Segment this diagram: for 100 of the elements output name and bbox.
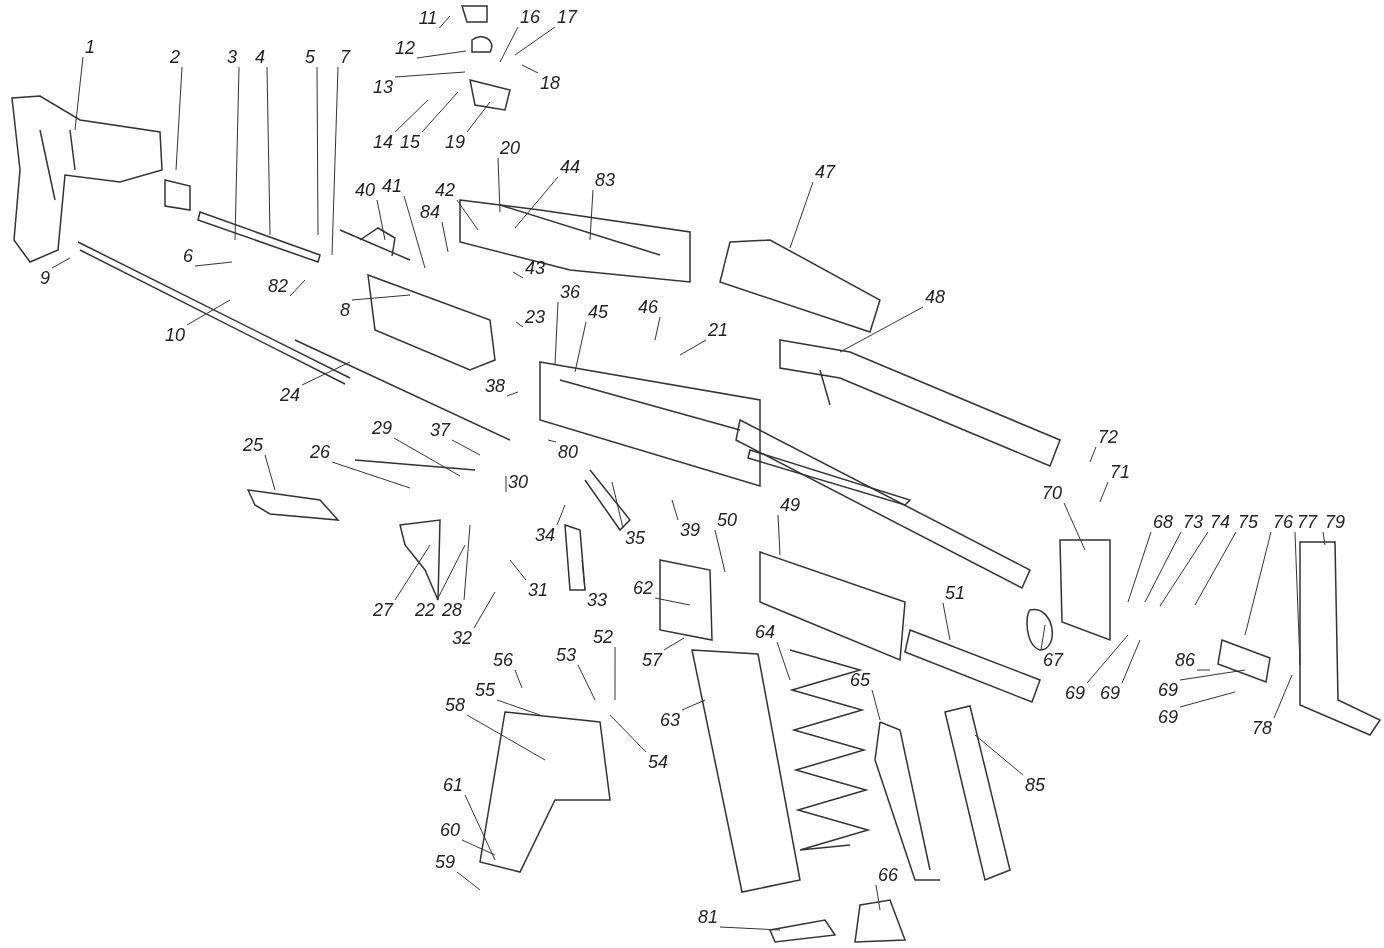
callout-number: 12 [393,38,417,58]
leader-line [393,437,461,477]
callout-number: 63 [658,710,682,730]
callout-number: 54 [646,752,670,772]
callout-number: 1 [83,37,97,57]
leader-line [654,597,691,606]
leader-line [514,176,559,229]
callout-number: 11 [416,8,440,28]
leader-line [175,66,183,171]
leader-line [466,714,546,761]
callout-number: 60 [438,820,462,840]
callout-number: 10 [163,325,187,345]
leader-line [456,871,481,891]
callout-number: 26 [308,442,332,462]
leader-line [1294,531,1301,666]
leader-line [589,189,594,241]
leader-line [463,524,471,601]
leader-line [301,361,351,386]
callout-number: 74 [1208,512,1232,532]
callout-number: 78 [1250,718,1274,738]
leader-line [974,734,1024,776]
callout-number: 19 [443,132,467,152]
callout-number: 76 [1271,512,1295,532]
callout-number: 15 [398,132,422,152]
callout-number: 31 [526,580,550,600]
callout-number: 42 [433,180,457,200]
callout-number: 44 [558,157,582,177]
callout-number: 80 [556,442,580,462]
leader-line [547,439,557,443]
callout-number: 6 [181,246,195,266]
leader-line [1086,634,1129,684]
leader-line [714,529,726,573]
callout-number: 85 [1023,775,1047,795]
callout-number: 22 [413,600,437,620]
leader-line [194,261,233,267]
callout-number: 5 [303,47,317,67]
leader-line [499,26,519,63]
leader-line [609,714,647,753]
callout-number: 4 [253,47,267,67]
callout-number: 25 [241,435,265,455]
callout-number: 69 [1156,680,1180,700]
callout-number: 67 [1041,650,1065,670]
callout-number: 23 [523,307,547,327]
callout-number: 37 [428,420,452,440]
leader-line [679,339,707,356]
callout-number: 47 [813,162,837,182]
callout-number: 14 [371,132,395,152]
leader-line [436,544,466,601]
callout-number: 3 [225,47,239,67]
callout-number: 30 [506,472,530,492]
leader-line [875,884,881,911]
leader-line [515,321,524,328]
callout-number: 7 [338,47,352,67]
leader-line [556,504,566,526]
leader-line [461,839,496,856]
callout-number: 65 [848,670,872,690]
leader-line [611,481,624,529]
leader-line [466,101,491,133]
leader-line [473,591,496,629]
leader-line [394,71,466,78]
leader-line [1196,669,1211,671]
leader-line [506,391,519,397]
leader-line [1159,531,1209,607]
leader-line [1244,531,1272,636]
callout-number: 77 [1295,512,1319,532]
callout-number: 50 [715,510,739,530]
leader-line [316,66,319,236]
callout-number: 48 [923,287,947,307]
leader-line [514,26,556,56]
leader-line [376,199,386,241]
callout-number: 28 [440,600,464,620]
leader-line [514,669,523,689]
leader-line [266,66,271,236]
leader-line [74,56,84,131]
leader-line [331,461,411,489]
callout-number: 57 [640,650,664,670]
leader-line [403,195,426,269]
leader-line [1063,502,1086,551]
leader-line [497,157,501,213]
leader-line [1099,481,1109,503]
leader-line [1194,531,1237,606]
callout-number: 55 [473,680,497,700]
callout-number: 72 [1096,427,1120,447]
callout-number: 16 [518,7,542,27]
callout-number: 32 [450,628,474,648]
leader-line [777,514,781,556]
callout-number: 62 [631,578,655,598]
callout-number: 13 [371,77,395,97]
callout-number: 9 [38,268,52,288]
callout-number: 73 [1181,512,1205,532]
leader-line [942,602,951,641]
leader-line [456,199,479,231]
callout-number: 71 [1108,462,1132,482]
callout-number: 43 [523,258,547,278]
callout-number: 2 [168,47,182,67]
leader-line [614,646,616,701]
callout-number: 29 [370,418,394,438]
leader-line [654,316,661,341]
callout-number: 46 [636,297,660,317]
leader-line [776,641,791,681]
